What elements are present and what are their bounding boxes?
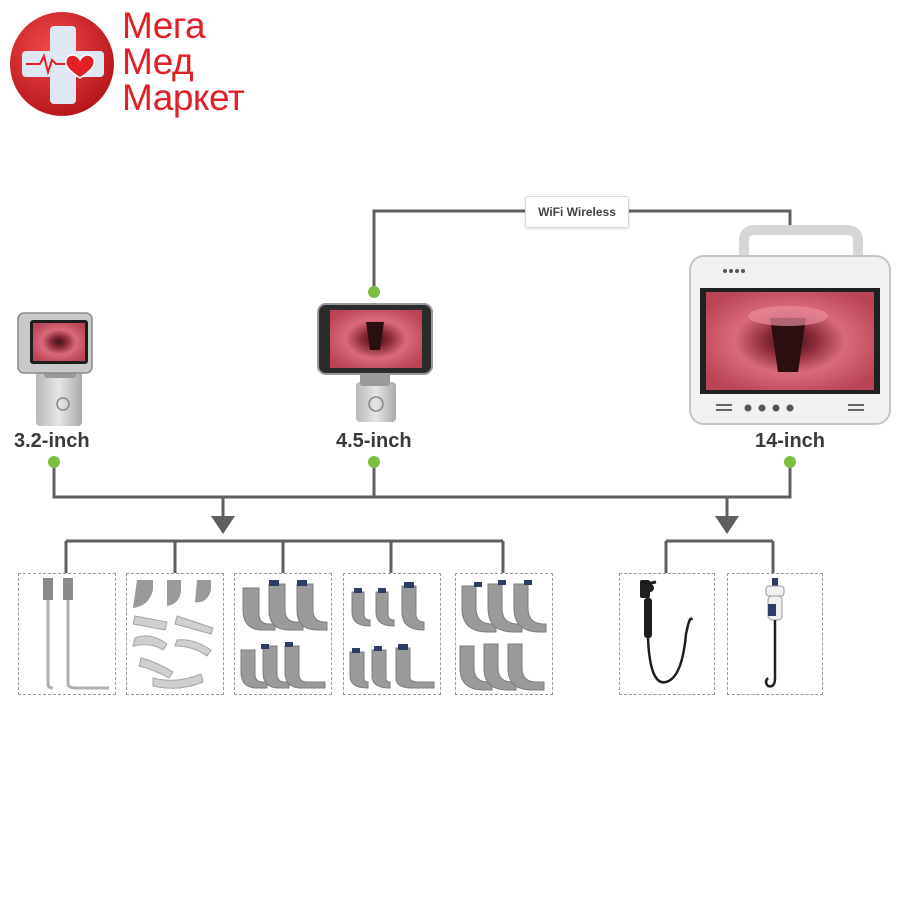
macintosh-blade-icon [132, 580, 214, 689]
device-label-3-2-inch: 3.2-inch [14, 430, 90, 452]
device-label-14-inch: 14-inch [755, 430, 826, 452]
blade-set-3 [234, 573, 332, 695]
blade-set-2 [126, 573, 224, 695]
node-dot [368, 286, 380, 298]
node-dot [784, 456, 796, 468]
medical-cross-heart-logo [10, 12, 114, 116]
bronchoscope-icon [640, 580, 694, 684]
brand-name-line2: Мед [122, 41, 194, 82]
scope-box-1 [619, 573, 715, 695]
scope-distribution-line [664, 539, 775, 573]
node-dot [48, 456, 60, 468]
intubation-scope-icon [764, 578, 785, 688]
stylet-blade-icon [43, 578, 109, 690]
arrow-down-icon [715, 516, 739, 534]
arrow-down-icon [211, 516, 235, 534]
large-curved-blade-icon [459, 580, 547, 691]
node-dot [368, 456, 380, 468]
curved-blade-icon [240, 580, 328, 689]
brand-name-line1: Мега [122, 5, 206, 46]
wifi-wireless-label: WiFi Wireless [525, 196, 629, 228]
device-label-4-5-inch: 4.5-inch [336, 430, 412, 452]
blade-set-1 [18, 573, 116, 695]
brand-name-line3: Маркет [122, 77, 245, 118]
straight-blade-icon [349, 582, 435, 689]
scope-box-2 [727, 573, 823, 695]
device-bus-line [52, 463, 792, 499]
blade-set-5 [455, 573, 553, 695]
blade-set-4 [343, 573, 441, 695]
blade-distribution-line [64, 539, 505, 573]
